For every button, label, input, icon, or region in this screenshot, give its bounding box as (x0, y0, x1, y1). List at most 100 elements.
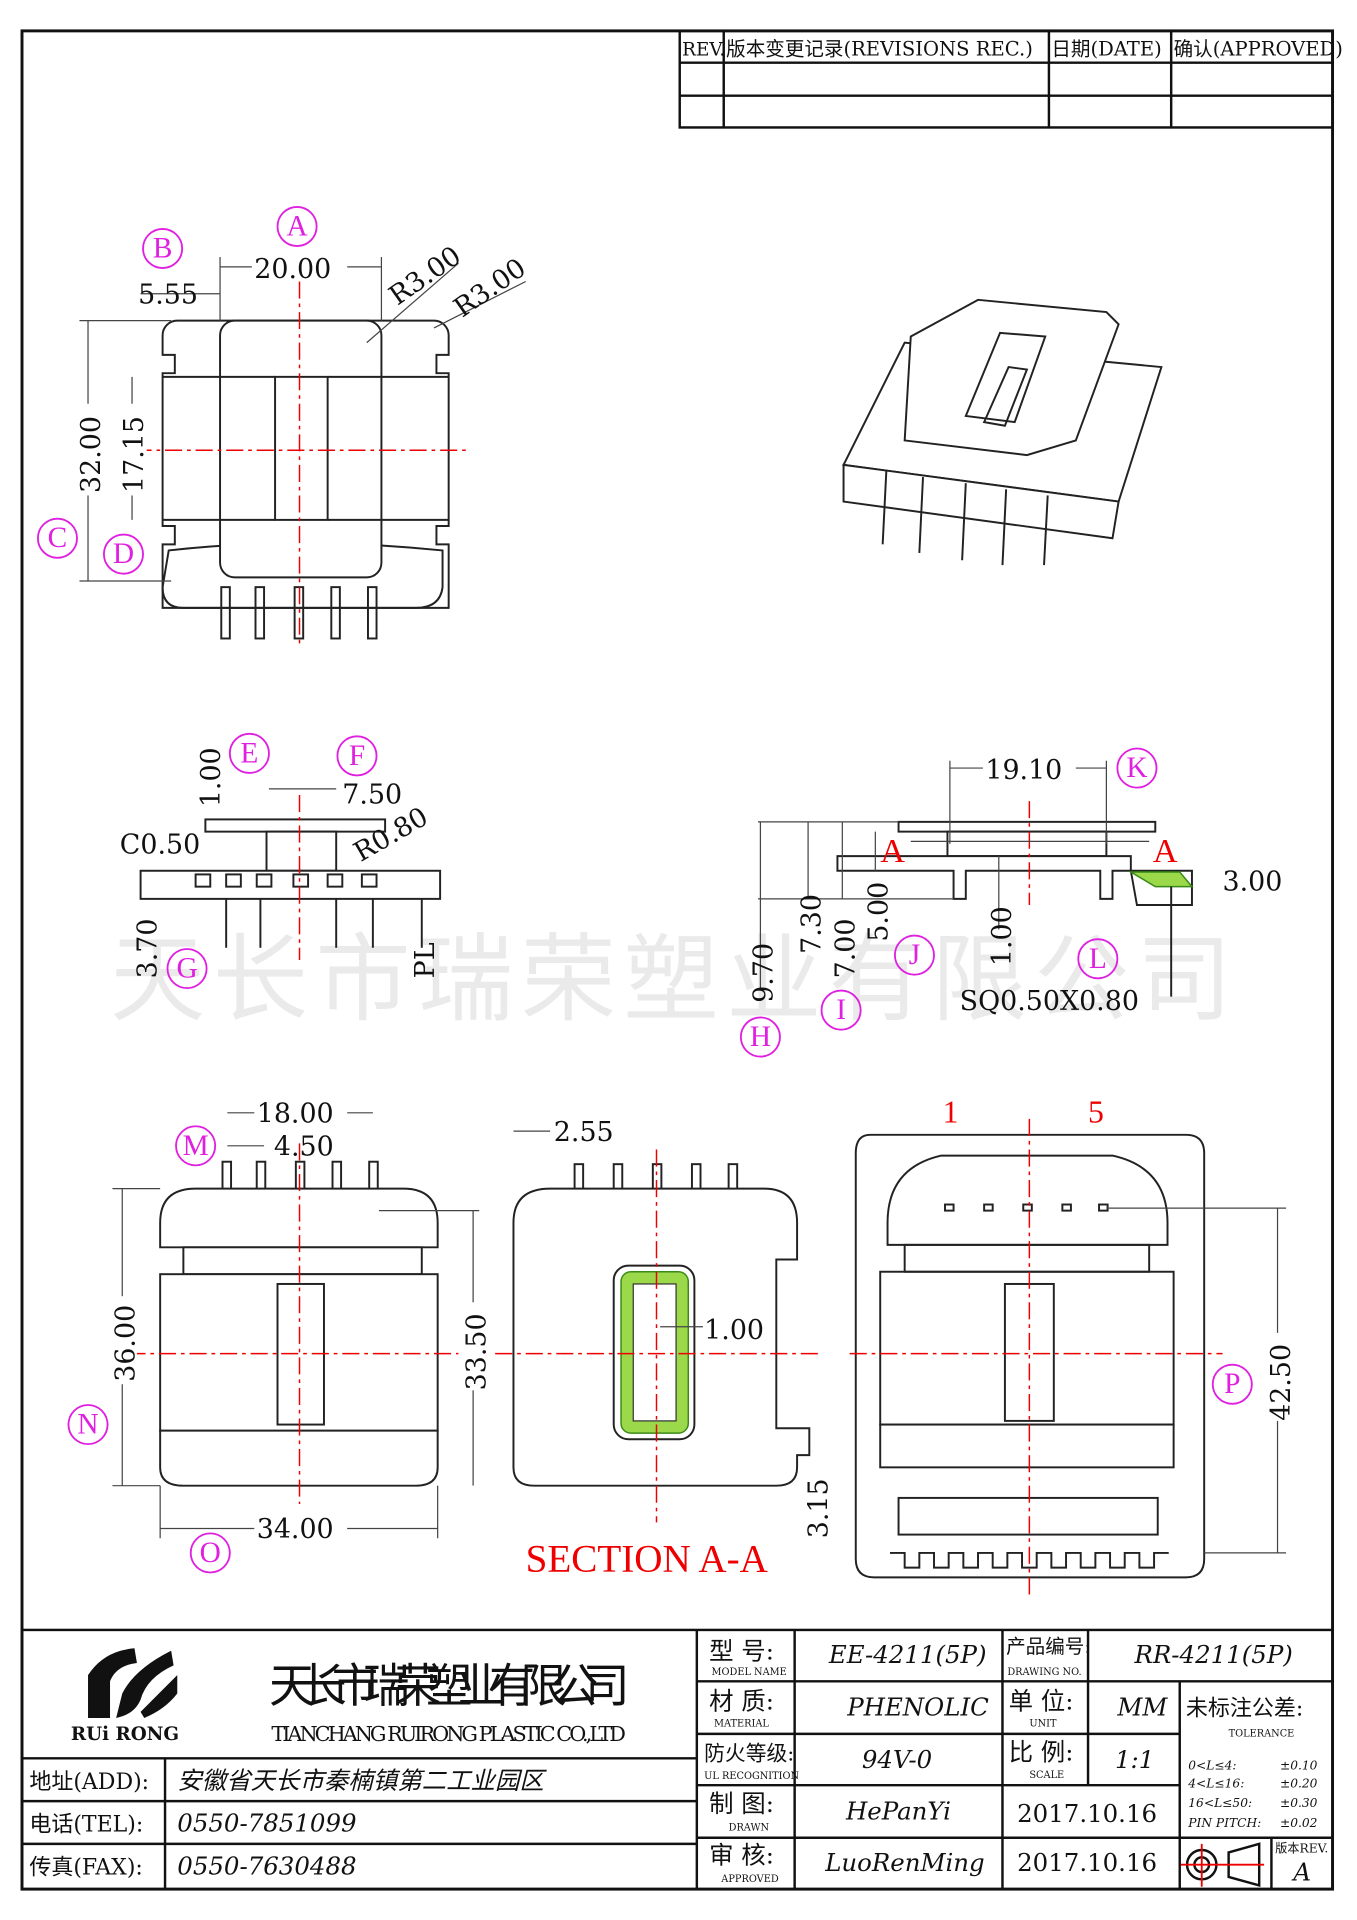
tolerance-label-en: TOLERANCE (1229, 1728, 1295, 1739)
unit-label: 单 位: (1009, 1686, 1074, 1715)
dim-top-width: 20.00 (254, 254, 331, 285)
tel-value: 0550-7851099 (177, 1809, 356, 1838)
title-block: RUi RONG 天长市瑞荣塑业有限公司 TIANCHANG RUIRONG P… (20, 1628, 1334, 1891)
company-name-cn: 天长市瑞荣塑业有限公司 (269, 1659, 630, 1713)
dim-pin-size: SQ0.50X0.80 (960, 986, 1139, 1017)
scale-label: 比 例: (1009, 1738, 1074, 1767)
dim-front-inner-height: 33.50 (461, 1313, 492, 1390)
material-label-en: MATERIAL (714, 1719, 769, 1730)
dim-flange: 1.00 (196, 747, 227, 807)
dim-top-offset: 5.55 (138, 280, 198, 311)
dim-bottom-height: 42.50 (1266, 1344, 1297, 1421)
approved-value: LuoRenMing (824, 1848, 985, 1877)
rev-header: REV. (682, 39, 725, 60)
callout-h: H (739, 1016, 781, 1058)
svg-text:J: J (909, 939, 920, 971)
revisions-header: 版本变更记录(REVISIONS REC.) (726, 37, 1033, 60)
drawing-no-value: RR-4211(5P) (1134, 1640, 1293, 1669)
drawn-date: 2017.10.16 (1017, 1799, 1157, 1828)
callout-b: B (142, 228, 184, 269)
svg-text:±0.30: ±0.30 (1280, 1796, 1318, 1810)
dim-right-gap: 1.00 (987, 906, 1018, 966)
svg-text:E: E (240, 737, 258, 769)
svg-text:16<L≤50:: 16<L≤50: (1188, 1796, 1252, 1810)
svg-text:K: K (1126, 752, 1147, 784)
dim-top-width-side: 7.50 (342, 780, 402, 811)
dim-pin-span: 18.00 (257, 1099, 334, 1130)
callout-f: F (336, 735, 378, 777)
dim-top-window: 17.15 (119, 416, 150, 493)
material-value: PHENOLIC (846, 1693, 989, 1722)
dim-pin-pitch: 4.50 (274, 1132, 334, 1163)
svg-text:M: M (183, 1130, 209, 1162)
unit-value: MM (1116, 1693, 1168, 1722)
front-view: 18.00 4.50 36.00 33.50 34.00 (107, 1098, 492, 1545)
fax-label: 传真(FAX): (29, 1855, 142, 1880)
approved-label: 审 核: (709, 1840, 774, 1869)
tolerance-label: 未标注公差: (1186, 1697, 1303, 1722)
callout-o: O (189, 1532, 231, 1574)
callout-j: J (893, 934, 935, 976)
pin-label-last: 5 (1088, 1095, 1104, 1130)
scale-value: 1:1 (1115, 1745, 1154, 1774)
dim-section-wall: 1.00 (704, 1315, 764, 1346)
svg-text:±0.02: ±0.02 (1280, 1816, 1318, 1830)
approved-header: 确认(APPROVED) (1174, 37, 1343, 60)
svg-text:±0.20: ±0.20 (1280, 1777, 1318, 1791)
svg-text:B: B (153, 232, 173, 264)
unit-label-en: UNIT (1029, 1719, 1057, 1730)
top-view: 20.00 5.55 R3.00 R3.00 32.00 17.15 (73, 240, 532, 649)
date-header: 日期(DATE) (1051, 37, 1161, 60)
svg-text:H: H (750, 1021, 771, 1053)
callout-l: L (1077, 938, 1119, 980)
drawing-no-label: 产品编号: (1006, 1635, 1091, 1658)
fax-value: 0550-7630488 (177, 1851, 356, 1880)
callout-p: P (1211, 1363, 1253, 1405)
model-value: EE-4211(5P) (828, 1640, 987, 1669)
svg-text:F: F (349, 740, 365, 772)
callout-a: A (276, 206, 318, 247)
svg-text:N: N (77, 1409, 98, 1441)
callout-i: I (820, 989, 862, 1031)
dim-front-width: 34.00 (257, 1514, 334, 1545)
watermark: 天长市瑞荣塑业有限公司 (110, 925, 1239, 1036)
dim-base: 3.70 (132, 918, 163, 978)
dim-right-h4: 5.00 (864, 882, 895, 942)
address-value: 安徽省天长市秦楠镇第二工业园区 (177, 1766, 547, 1795)
drawing-no-label-en: DRAWING NO. (1007, 1667, 1081, 1678)
svg-text:I: I (836, 994, 846, 1026)
rev-label: 版本REV. (1275, 1841, 1328, 1855)
rev-value: A (1291, 1858, 1311, 1887)
approved-label-en: APPROVED (720, 1874, 779, 1885)
dim-right-width: 19.10 (985, 755, 1062, 786)
ul-label-en: UL RECOGNITION (704, 1771, 799, 1782)
dim-top-height: 32.00 (76, 416, 107, 493)
section-mark-left: A (880, 832, 905, 870)
side-view-right: 19.10 9.70 7.30 7.00 5.00 1.00 3.00 SQ0.… (749, 753, 1282, 1017)
svg-text:O: O (200, 1537, 221, 1569)
dim-right-h1: 9.70 (749, 943, 780, 1003)
address-label: 地址(ADD): (29, 1770, 149, 1795)
callout-n: N (67, 1404, 109, 1446)
model-label: 型 号: (709, 1636, 774, 1665)
callout-m: M (175, 1125, 217, 1167)
dim-radius-side: R0.80 (349, 801, 434, 868)
svg-text:L: L (1089, 943, 1107, 975)
dim-right-h3: 7.00 (831, 918, 862, 978)
svg-text:0<L≤4:: 0<L≤4: (1188, 1758, 1236, 1772)
svg-text:4<L≤16:: 4<L≤16: (1187, 1777, 1244, 1791)
company-name-en: TIANCHANG RUIRONG PLASTIC CO.,LTD (271, 1722, 626, 1746)
scale-label-en: SCALE (1029, 1770, 1064, 1781)
callout-g: G (166, 948, 208, 990)
svg-text:±0.10: ±0.10 (1280, 1758, 1318, 1772)
svg-text:RUi RONG: RUi RONG (71, 1724, 179, 1745)
material-label: 材 质: (709, 1686, 774, 1715)
dim-chamfer: C0.50 (120, 830, 200, 861)
drawn-label: 制 图: (709, 1789, 774, 1818)
dim-front-height: 36.00 (110, 1305, 141, 1382)
section-view: 2.55 1.00 3.15 SECTION A-A (495, 1117, 835, 1580)
dim-section-pin-offset: 2.55 (554, 1117, 614, 1148)
callout-e: E (228, 732, 270, 774)
tolerance-list: 0<L≤4:±0.10 4<L≤16:±0.20 16<L≤50:±0.30 P… (1187, 1758, 1317, 1829)
